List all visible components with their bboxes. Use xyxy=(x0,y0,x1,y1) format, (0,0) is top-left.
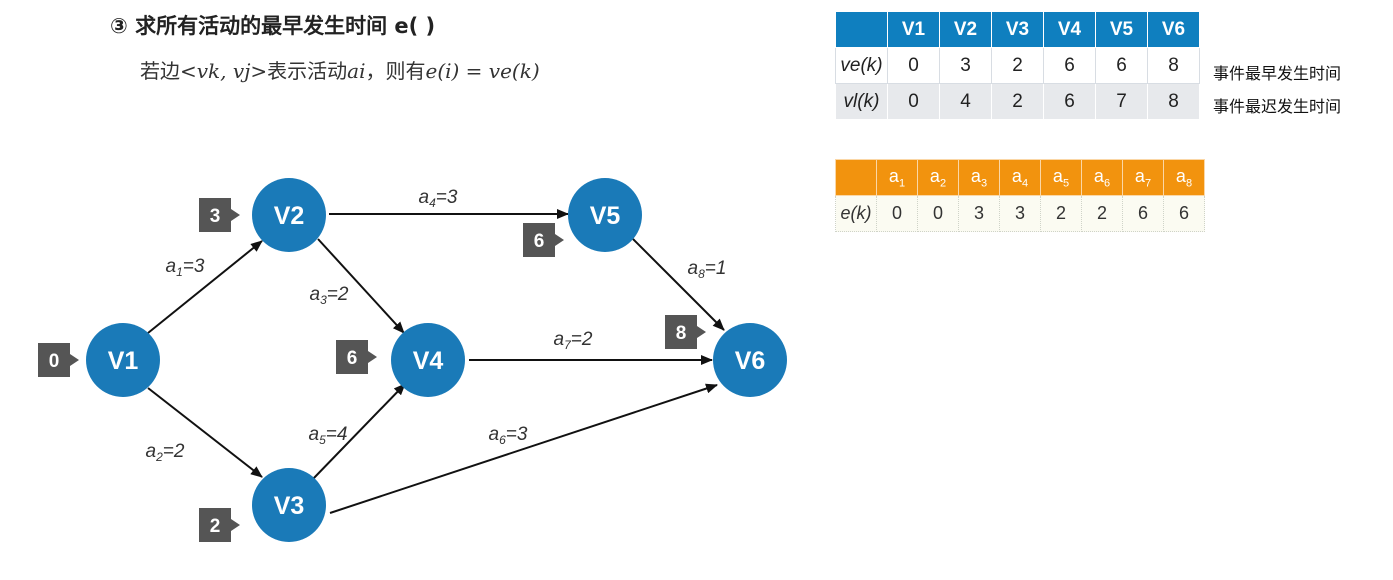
node-v2 xyxy=(252,178,326,252)
edge-label-v1-v2: a1=3 xyxy=(166,256,205,279)
section-title: ③ 求所有活动的最早发生时间 e( ) xyxy=(110,14,436,38)
time-tag-v2 xyxy=(199,198,240,232)
edge-v2-v4 xyxy=(317,238,405,334)
activity-table-header-a7: a7 xyxy=(1122,159,1164,196)
event-table-corner xyxy=(835,11,888,48)
ve-row-note: 事件最早发生时间 xyxy=(1213,64,1342,83)
activity-table-cell: 6 xyxy=(1122,195,1164,232)
event-table-cell: 4 xyxy=(939,83,992,120)
time-tag-v4 xyxy=(336,340,377,374)
time-tag-value-v4: 6 xyxy=(347,348,358,369)
event-table-cell: 8 xyxy=(1147,47,1200,84)
activity-table-header-a2: a2 xyxy=(917,159,959,196)
event-row-label: ve(k) xyxy=(835,47,888,84)
edge-v1-v2 xyxy=(147,240,263,334)
edge-label-v4-v6: a7=2 xyxy=(554,329,593,352)
event-table-header-v3: V3 xyxy=(991,11,1044,48)
formula-mid: 表示活动 xyxy=(267,59,348,83)
event-table-cell: 8 xyxy=(1147,83,1200,120)
activity-table-header-a8: a8 xyxy=(1163,159,1205,196)
time-tag-value-v5: 6 xyxy=(534,231,545,252)
time-tag-value-v2: 3 xyxy=(210,206,221,227)
event-table-cell: 0 xyxy=(887,47,940,84)
node-label-v4: V4 xyxy=(413,347,444,375)
edge-label-v1-v3: a2=2 xyxy=(146,441,185,464)
node-label-v5: V5 xyxy=(590,202,621,230)
activity-table-header-a6: a6 xyxy=(1081,159,1123,196)
node-v4 xyxy=(391,323,465,397)
formula-activity: ai xyxy=(347,59,366,83)
time-tag-v5 xyxy=(523,223,564,257)
activity-table-cell: 0 xyxy=(917,195,959,232)
event-table-header-v4: V4 xyxy=(1043,11,1096,48)
node-v6 xyxy=(713,323,787,397)
edge-v1-v3 xyxy=(147,387,263,478)
edge-label-v5-v6: a8=1 xyxy=(688,258,727,281)
event-table-cell: 6 xyxy=(1043,47,1096,84)
time-tag-v1 xyxy=(38,343,79,377)
node-label-v1: V1 xyxy=(108,347,139,375)
formula-sep: ，则有 xyxy=(365,59,426,83)
formula-edge: <vk, vj> xyxy=(180,59,268,83)
activity-table-cell: 6 xyxy=(1163,195,1205,232)
activity-table-cell: 2 xyxy=(1040,195,1082,232)
edge-label-v3-v6: a6=3 xyxy=(489,424,528,447)
activity-table-cell: 0 xyxy=(876,195,918,232)
event-table-cell: 7 xyxy=(1095,83,1148,120)
event-table-header-v1: V1 xyxy=(887,11,940,48)
event-table-cell: 6 xyxy=(1095,47,1148,84)
event-table-header-v5: V5 xyxy=(1095,11,1148,48)
activity-table-header-a3: a3 xyxy=(958,159,1000,196)
event-table-header-v6: V6 xyxy=(1147,11,1200,48)
edge-label-v3-v4: a5=4 xyxy=(309,424,348,447)
node-v5 xyxy=(568,178,642,252)
activity-row-label: e(k) xyxy=(835,195,877,232)
vl-row-note: 事件最迟发生时间 xyxy=(1213,97,1342,116)
activity-table-header-a1: a1 xyxy=(876,159,918,196)
activity-table-corner xyxy=(835,159,877,196)
time-tag-value-v3: 2 xyxy=(210,516,221,537)
event-table-header-v2: V2 xyxy=(939,11,992,48)
formula-expression: e(i) = ve(k) xyxy=(425,59,540,83)
event-table-cell: 6 xyxy=(1043,83,1096,120)
event-table-cell: 0 xyxy=(887,83,940,120)
activity-table-cell: 3 xyxy=(999,195,1041,232)
time-tags-layer: 0 3 2 6 6 8 xyxy=(38,198,706,542)
activity-table-cell: 2 xyxy=(1081,195,1123,232)
time-tag-v6 xyxy=(665,315,706,349)
edge-label-v2-v5: a4=3 xyxy=(419,187,458,210)
event-table-cell: 2 xyxy=(991,47,1044,84)
formula-line: 若边<vk, vj>表示活动ai，则有e(i) = ve(k) xyxy=(140,55,540,84)
event-row-label: vl(k) xyxy=(835,83,888,120)
edge-v3-v4 xyxy=(311,383,406,481)
time-tag-value-v1: 0 xyxy=(49,351,60,372)
edge-v3-v6 xyxy=(329,383,718,514)
formula-prefix: 若边 xyxy=(140,59,180,83)
activity-table-header-a5: a5 xyxy=(1040,159,1082,196)
event-table-cell: 3 xyxy=(939,47,992,84)
node-v3 xyxy=(252,468,326,542)
activity-table-header-a4: a4 xyxy=(999,159,1041,196)
edge-label-v2-v4: a3=2 xyxy=(310,284,349,307)
node-label-v3: V3 xyxy=(274,492,305,520)
node-label-v6: V6 xyxy=(735,347,766,375)
node-label-v2: V2 xyxy=(274,202,305,230)
time-tag-v3 xyxy=(199,508,240,542)
node-v1 xyxy=(86,323,160,397)
activity-table-cell: 3 xyxy=(958,195,1000,232)
edges-layer: a1=3 a2=2 a3=2 a4=3 a5=4 a6=3 a7=2 a8=1 xyxy=(146,187,727,514)
edge-v5-v6 xyxy=(632,238,725,331)
time-tag-value-v6: 8 xyxy=(676,323,687,344)
event-table-cell: 2 xyxy=(991,83,1044,120)
